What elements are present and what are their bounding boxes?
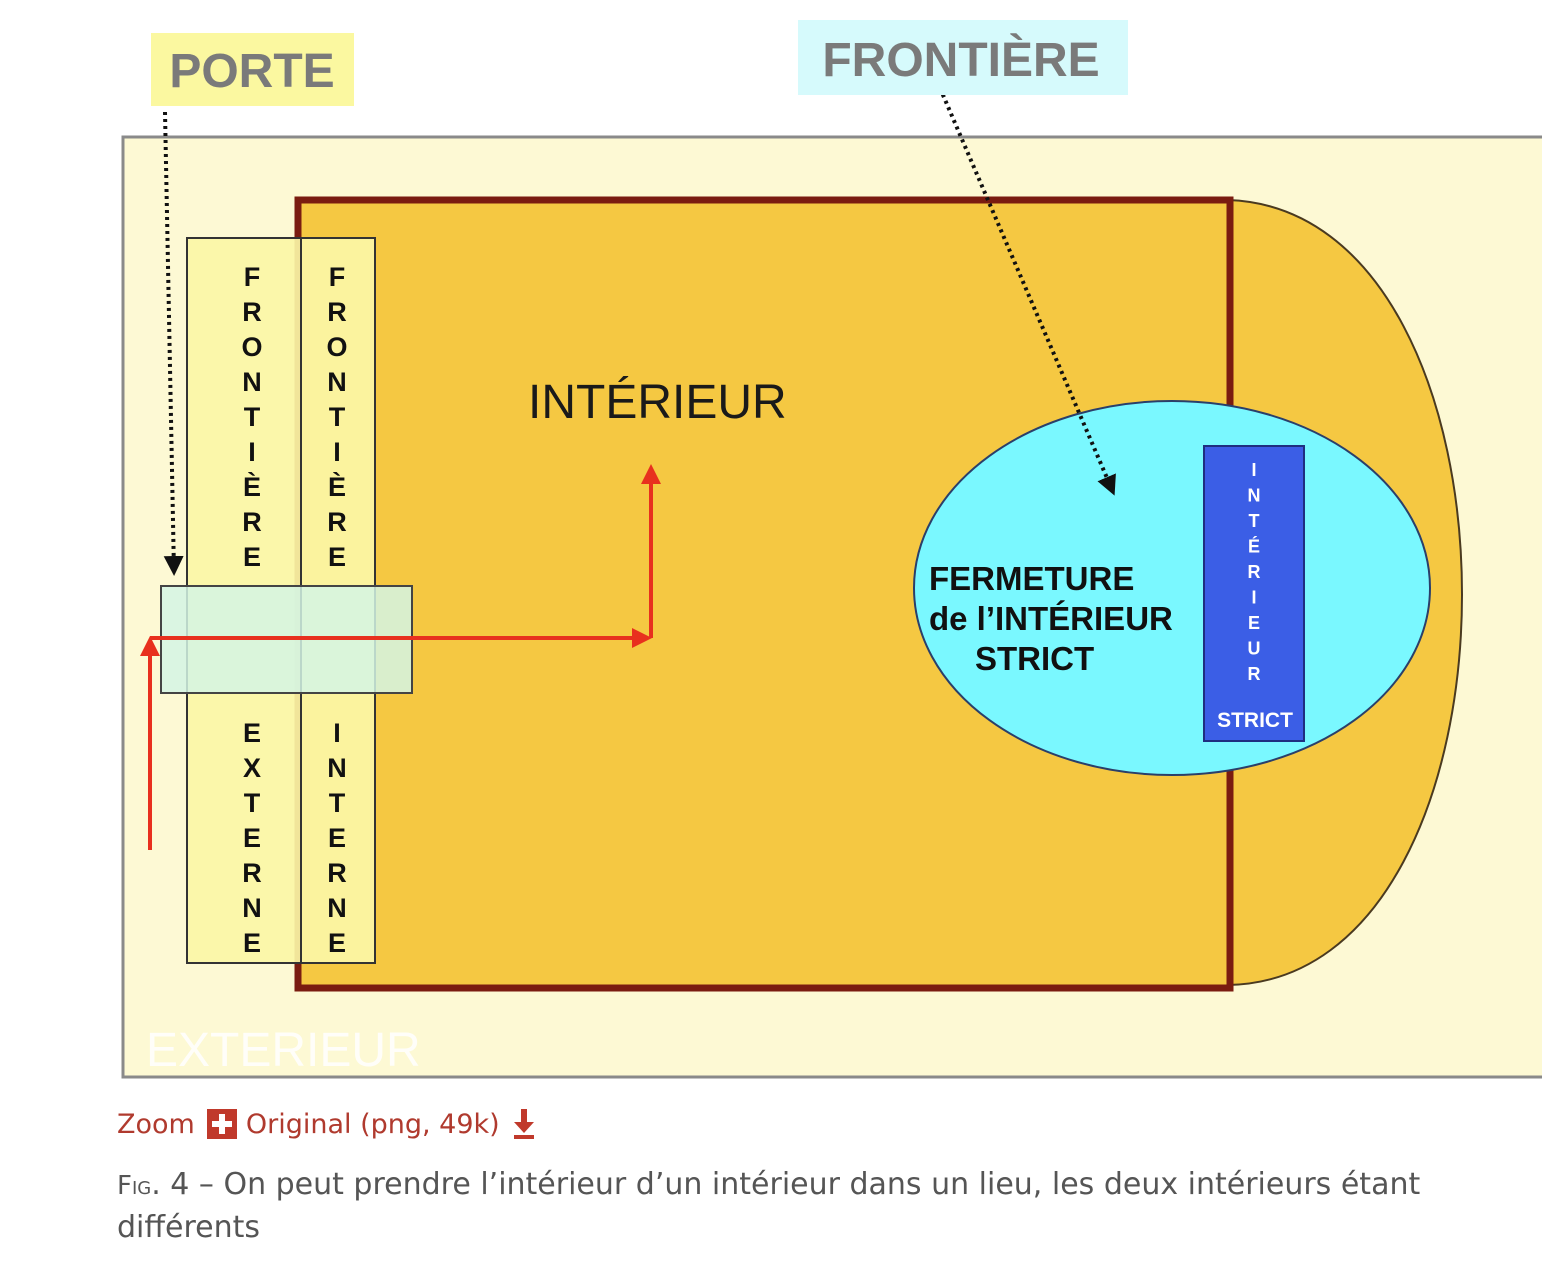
strip-letter: R — [242, 507, 262, 537]
strip-letter: E — [328, 928, 346, 958]
strip-letter: F — [329, 262, 346, 292]
download-icon[interactable] — [512, 1109, 536, 1139]
strip-letter: E — [243, 718, 261, 748]
strip-letter: I — [333, 718, 341, 748]
closure-label-line2: de l’INTÉRIEUR — [929, 600, 1173, 637]
strip-letter: O — [241, 332, 262, 362]
strip-letter: R — [327, 297, 347, 327]
strip-letter: N — [242, 893, 262, 923]
strip-letter: I — [333, 437, 341, 467]
porte-label-box — [151, 33, 354, 106]
strict-letter: U — [1248, 639, 1261, 659]
strip-letter: È — [328, 471, 346, 502]
strip-letter: T — [244, 788, 261, 818]
figure-caption: Fig. 4 – On peut prendre l’intérieur d’u… — [117, 1164, 1507, 1249]
strip-letter: E — [243, 542, 261, 572]
figure-diagram: EXTERIEUR FRONTIÈREFRONTIÈREEXTERNEINTER… — [121, 20, 1542, 1079]
strip-letter: R — [242, 297, 262, 327]
strip-letter: R — [327, 507, 347, 537]
strip-letter: È — [243, 471, 261, 502]
strip-letter: E — [243, 823, 261, 853]
strip-letter: N — [242, 367, 262, 397]
strict-letter: R — [1248, 664, 1261, 684]
strict-letter: N — [1248, 486, 1261, 506]
strip-letter: E — [243, 928, 261, 958]
strict-letter: I — [1251, 588, 1256, 608]
strict-interior-box — [1203, 445, 1305, 742]
strict-box-letters: INTÉRIEUR — [1248, 460, 1261, 684]
exterior-label: EXTERIEUR — [146, 1024, 421, 1077]
strict-box-label: STRICT — [1217, 709, 1293, 732]
strip-letter: F — [244, 262, 261, 292]
strip-letter: T — [329, 788, 346, 818]
original-link[interactable]: Original (png, 49k) — [245, 1108, 500, 1140]
strip-letter: N — [327, 893, 347, 923]
strip-letter: E — [328, 823, 346, 853]
strip-letter: X — [243, 753, 261, 783]
strip-letter: N — [327, 367, 347, 397]
strict-letter: T — [1249, 511, 1260, 531]
strip-letter: R — [327, 858, 347, 888]
strip-letter: R — [242, 858, 262, 888]
figure-links: Zoom Original (png, 49k) — [117, 1104, 536, 1144]
zoom-link[interactable]: Zoom — [117, 1108, 195, 1140]
strip-letter: N — [327, 753, 347, 783]
strip-letter: I — [248, 437, 256, 467]
strip-letter: E — [328, 542, 346, 572]
porte-label: PORTE — [169, 45, 334, 98]
strip-letter: O — [326, 332, 347, 362]
closure-label-line1: FERMETURE — [929, 560, 1134, 597]
figure-label: Fig — [117, 1171, 152, 1201]
strip-letter: T — [329, 402, 346, 432]
frontiere-label-box — [798, 20, 1128, 95]
interior-label: INTÉRIEUR — [528, 376, 787, 429]
strip-letter: T — [244, 402, 261, 432]
zoom-plus-icon[interactable] — [206, 1109, 237, 1139]
strict-letter: I — [1251, 460, 1256, 480]
strict-letter: É — [1248, 536, 1260, 557]
strict-letter: E — [1248, 613, 1260, 633]
frontiere-pointer-arrow — [938, 87, 1116, 496]
caption-text: . 4 – On peut prendre l’intérieur d’un i… — [117, 1167, 1421, 1245]
frontiere-label: FRONTIÈRE — [822, 33, 1099, 87]
closure-label-line3: STRICT — [975, 640, 1094, 677]
strict-letter: R — [1248, 562, 1261, 582]
